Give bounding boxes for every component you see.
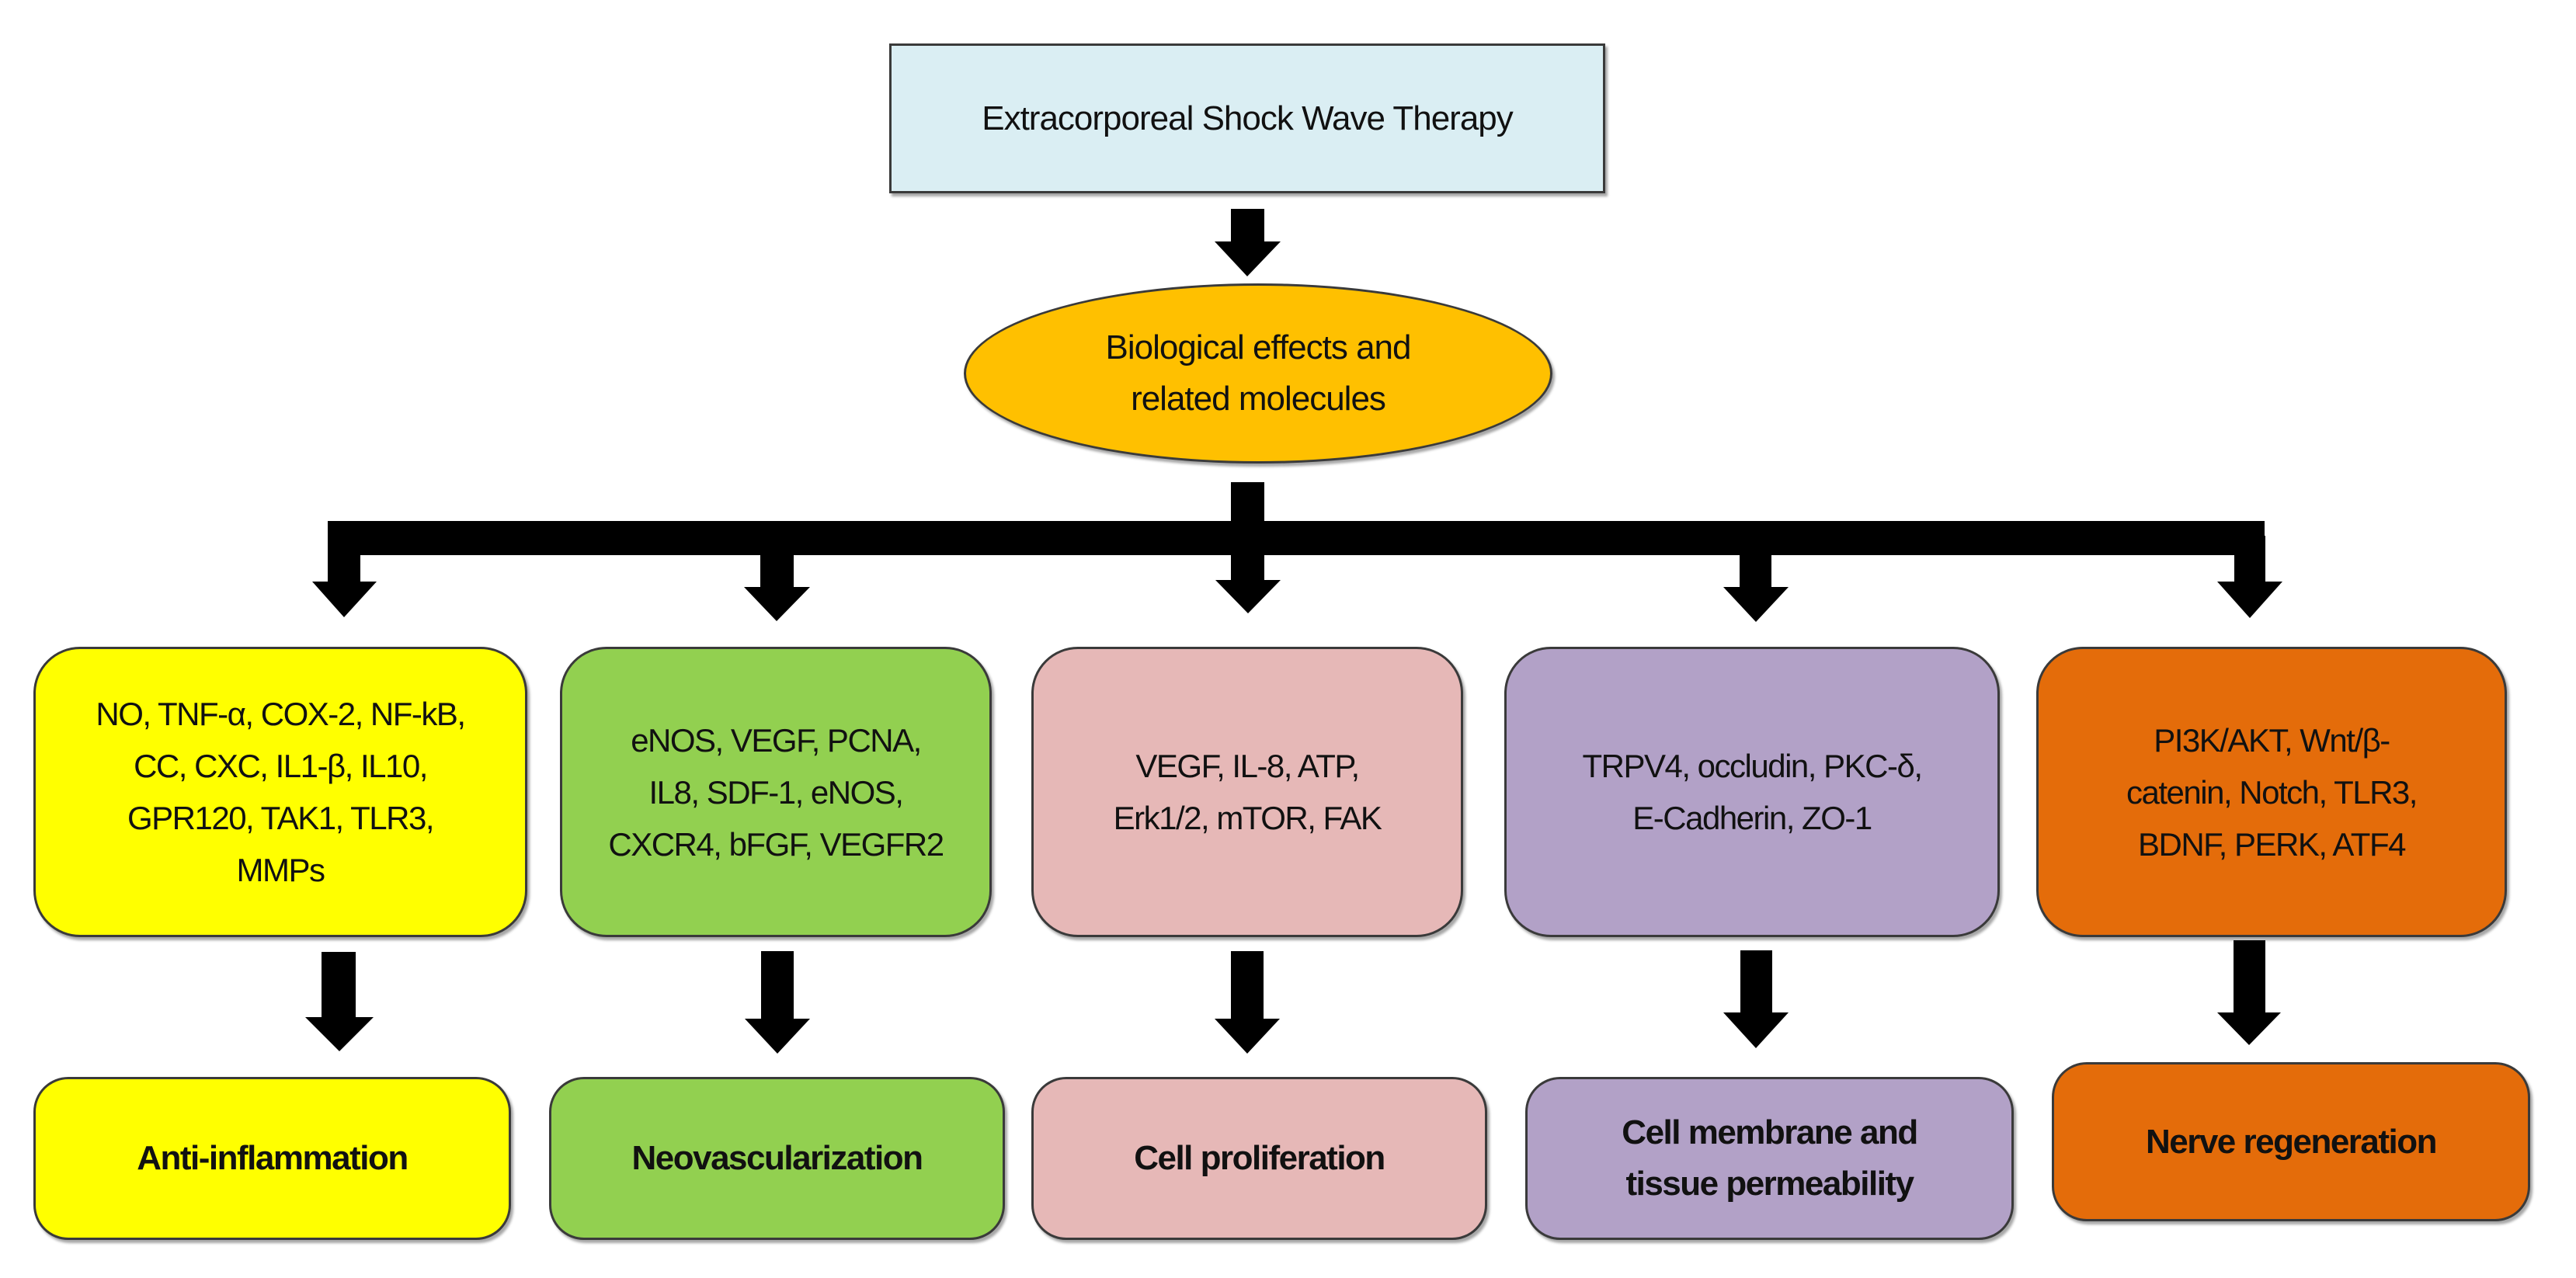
outcome-label: Neovascularization [631,1139,923,1177]
molecules-line: CC, CXC, IL1-β, IL10, [134,748,428,784]
arrow-bar-to-branch-1 [312,543,377,617]
arrow-molecules-to-outcome-4 [1723,950,1789,1048]
molecules-line: Erk1/2, mTOR, FAK [1113,800,1382,836]
arrow-bar-to-branch-4 [1723,543,1789,622]
hub-label-line-2: related molecules [1131,380,1386,418]
arrow-molecules-to-outcome-5 [2217,940,2281,1045]
outcome-box-nerve-regeneration: Nerve regeneration [2052,1062,2530,1221]
arrow-bar-to-branch-2 [744,543,810,621]
molecules-line: IL8, SDF-1, eNOS, [648,773,904,811]
molecules-line: eNOS, VEGF, PCNA, [631,721,922,759]
molecules-line: NO, TNF-α, COX-2, NF-kB, [96,696,466,732]
outcome-box-anti-inflammation: Anti-inflammation [33,1077,511,1240]
outcome-box-permeability: Cell membrane and tissue permeability [1525,1077,2014,1240]
outcome-label: Anti-inflammation [137,1139,408,1177]
arrow-root-to-hub [1215,209,1281,276]
molecules-box-anti-inflammation: NO, TNF-α, COX-2, NF-kB, CC, CXC, IL1-β,… [33,647,527,937]
arrow-molecules-to-outcome-2 [745,951,810,1054]
root-node-label: Extracorporeal Shock Wave Therapy [982,99,1514,137]
hub-node-biological-effects: Biological effects and related molecules [964,283,1552,464]
molecules-line: CXCR4, bFGF, VEGFR2 [608,825,944,863]
arrow-molecules-to-outcome-1 [305,952,374,1051]
outcome-box-cell-proliferation: Cell proliferation [1031,1077,1487,1240]
molecules-line: GPR120, TAK1, TLR3, [127,800,435,836]
arrow-bar-to-branch-5 [2217,536,2282,618]
molecules-box-nerve-regeneration: PI3K/AKT, Wnt/β- catenin, Notch, TLR3, B… [2036,647,2507,937]
molecules-line: VEGF, IL-8, ATP, [1135,748,1360,784]
arrow-molecules-to-outcome-3 [1215,951,1280,1054]
molecules-line: PI3K/AKT, Wnt/β- [2154,721,2390,759]
molecules-line: E-Cadherin, ZO-1 [1632,800,1872,836]
distribution-bar [328,521,2265,555]
molecules-box-cell-proliferation: VEGF, IL-8, ATP, Erk1/2, mTOR, FAK [1031,647,1463,937]
molecules-line: TRPV4, occludin, PKC-δ, [1582,748,1923,784]
outcome-label-line-1: Cell membrane and [1622,1113,1918,1151]
outcome-box-neovascularization: Neovascularization [549,1077,1005,1240]
molecules-line: BDNF, PERK, ATF4 [2138,825,2406,863]
molecules-box-neovascularization: eNOS, VEGF, PCNA, IL8, SDF-1, eNOS, CXCR… [560,647,992,937]
arrow-bar-to-branch-3 [1215,543,1281,613]
outcome-label: Nerve regeneration [2145,1122,2438,1161]
outcome-label-line-2: tissue permeability [1625,1165,1914,1203]
root-node-extracorporeal-shock-wave-therapy: Extracorporeal Shock Wave Therapy [889,43,1605,193]
molecules-line: catenin, Notch, TLR3, [2126,773,2418,811]
hub-label-line-1: Biological effects and [1105,328,1411,366]
molecules-box-permeability: TRPV4, occludin, PKC-δ, E-Cadherin, ZO-1 [1504,647,2000,937]
molecules-line: MMPs [236,852,326,888]
outcome-label: Cell proliferation [1134,1139,1385,1177]
